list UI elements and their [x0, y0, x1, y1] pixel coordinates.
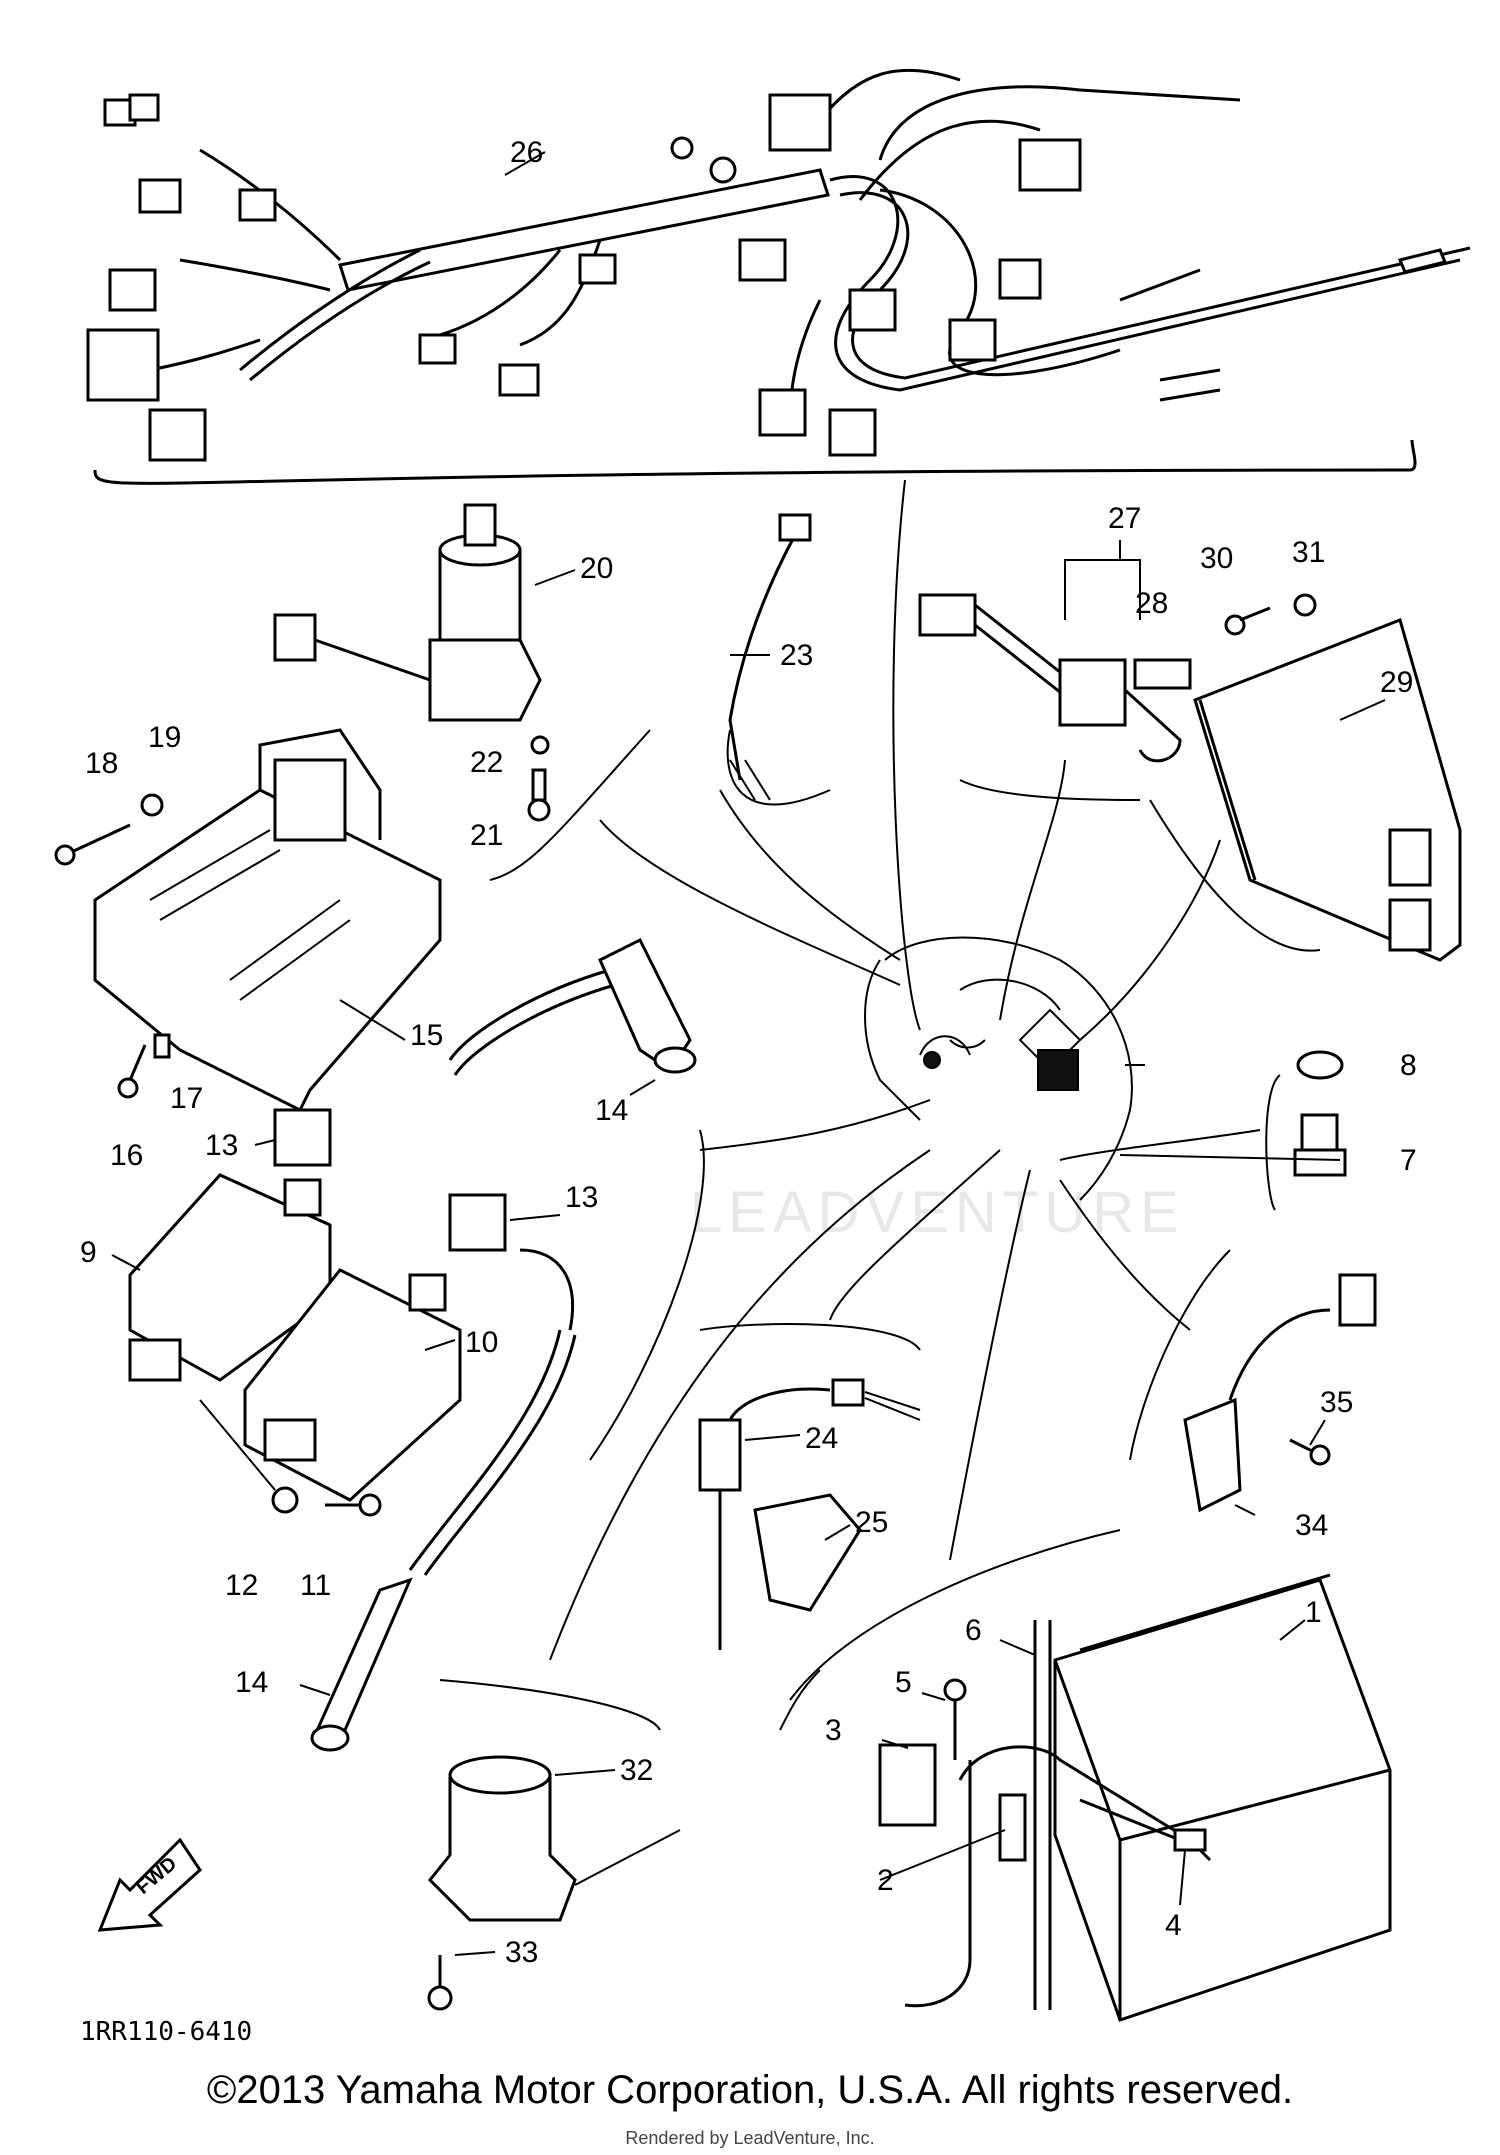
plug-cap-14-upper — [448, 937, 697, 1076]
group-brackets — [439, 729, 1321, 1731]
leader-lines — [549, 479, 1261, 1661]
label-35: 35 — [1320, 1386, 1353, 1419]
sensor-34 — [1183, 1273, 1377, 1513]
label-4: 4 — [1165, 1909, 1182, 1942]
terminal-4 — [1079, 1798, 1207, 1852]
label-1: 1 — [1305, 1596, 1322, 1629]
screw-30 — [1224, 606, 1271, 636]
diagram-code: 1RR110-6410 — [80, 2017, 252, 2047]
copyright-notice: ©2013 Yamaha Motor Corporation, U.S.A. A… — [206, 2068, 1294, 2112]
switch-24 — [698, 1378, 921, 1650]
cap-13-right — [448, 1193, 507, 1252]
label-22: 22 — [470, 746, 503, 779]
plug-lead-upper — [519, 1248, 575, 1331]
bolt-35 — [1289, 1438, 1331, 1466]
label-21: 21 — [470, 819, 503, 852]
leader-12 — [199, 1399, 276, 1491]
label-2: 2 — [877, 1864, 894, 1897]
label-3: 3 — [825, 1714, 842, 1747]
washer-19 — [140, 793, 164, 817]
label-32: 32 — [620, 1754, 653, 1787]
label-9: 9 — [80, 1236, 97, 1269]
wire-harness — [86, 68, 1471, 485]
watermark-text: LEADVENTURE — [690, 1180, 1185, 1245]
bolt-21 — [527, 768, 551, 822]
main-switch — [273, 503, 542, 722]
label-14-lower: 14 — [235, 1666, 268, 1699]
plug-cap-14-lower — [310, 1329, 577, 1752]
label-leaders — [111, 151, 1386, 1956]
label-23: 23 — [780, 639, 813, 672]
label-13-left: 13 — [205, 1129, 238, 1162]
label-29: 29 — [1380, 666, 1413, 699]
battery-1 — [1053, 1573, 1392, 2022]
label-14-upper: 14 — [595, 1094, 628, 1127]
bolt-18 — [54, 823, 131, 866]
washer-22 — [530, 735, 550, 755]
relay-block — [1037, 1049, 1079, 1091]
control-unit-29 — [1193, 618, 1462, 962]
ignition-coil-10 — [243, 1268, 462, 1502]
bracket-25 — [753, 1493, 862, 1612]
label-25: 25 — [855, 1506, 888, 1539]
part-labels: 1 2 3 4 5 6 7 8 9 10 11 12 13 13 14 14 1… — [80, 136, 1417, 1969]
label-30: 30 — [1200, 542, 1233, 575]
label-13-right: 13 — [565, 1181, 598, 1214]
label-8: 8 — [1400, 1049, 1417, 1082]
cap-13-left — [273, 1108, 332, 1167]
label-10: 10 — [465, 1326, 498, 1359]
label-12: 12 — [225, 1569, 258, 1602]
cable-2 — [904, 1745, 1212, 2008]
cable-5 — [943, 1678, 967, 1760]
sensor-23 — [728, 513, 812, 801]
bolt-16 — [117, 1044, 147, 1099]
label-26: 26 — [510, 136, 543, 169]
clip-point — [923, 1051, 941, 1069]
label-18: 18 — [85, 747, 118, 780]
label-11: 11 — [300, 1569, 331, 1602]
label-5: 5 — [895, 1666, 912, 1699]
label-6: 6 — [965, 1614, 982, 1647]
label-27: 27 — [1108, 502, 1141, 535]
tube-6 — [1033, 1620, 1052, 2010]
rendered-by-notice: Rendered by LeadVenture, Inc. — [625, 2128, 875, 2148]
label-19: 19 — [148, 721, 181, 754]
label-15: 15 — [410, 1019, 443, 1052]
label-24: 24 — [805, 1422, 838, 1455]
bolt-33 — [427, 1955, 453, 2011]
relay-3 — [878, 1743, 937, 1827]
clip-17 — [153, 1033, 171, 1059]
bolt-11 — [325, 1493, 382, 1517]
frame-outline — [864, 936, 1133, 1201]
label-7: 7 — [1400, 1144, 1417, 1177]
label-16: 16 — [110, 1139, 143, 1172]
nut-31 — [1293, 593, 1317, 617]
starter-relay-32 — [427, 1755, 681, 1922]
nut-12 — [271, 1486, 299, 1514]
wire-loop — [919, 1035, 971, 1056]
cover-15 — [93, 728, 442, 1113]
fuse-holder — [918, 593, 1192, 763]
label-33: 33 — [505, 1936, 538, 1969]
switch-7 — [1293, 1113, 1347, 1177]
label-34: 34 — [1295, 1509, 1328, 1542]
label-20: 20 — [580, 552, 613, 585]
label-17: 17 — [170, 1082, 203, 1115]
label-28: 28 — [1135, 587, 1168, 620]
fwd-arrow-icon: FWD — [97, 1837, 202, 1932]
washer-8 — [1296, 1050, 1344, 1080]
label-31: 31 — [1292, 536, 1325, 569]
